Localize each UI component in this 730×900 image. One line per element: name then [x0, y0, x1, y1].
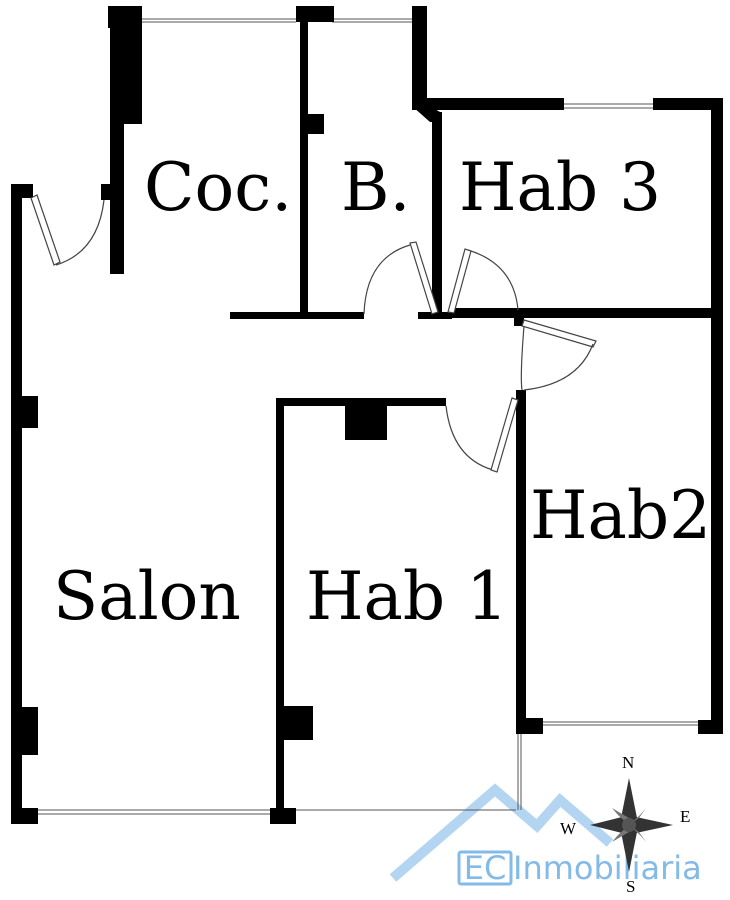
- hab2-door: [520, 319, 597, 391]
- room-label-hab2: Hab2: [530, 477, 711, 554]
- compass-west: W: [560, 819, 577, 838]
- compass-south: S: [626, 877, 635, 896]
- room-label-salon: Salon: [53, 558, 241, 635]
- compass-east: E: [680, 807, 690, 826]
- hab3-door: [447, 248, 519, 314]
- watermark-logo: EC Inmobiliaria: [389, 783, 702, 887]
- watermark-ec-box: [457, 850, 513, 886]
- watermark-initials: EC: [464, 849, 507, 887]
- room-labels: Coc. B. Hab 3 Hab2 Salon Hab 1: [53, 149, 711, 635]
- room-label-hab3: Hab 3: [459, 149, 661, 226]
- compass-north: N: [622, 753, 634, 772]
- watermark-roof-icon: [389, 783, 614, 882]
- entrance-door: [30, 194, 105, 266]
- hab1-door: [445, 397, 519, 473]
- compass-rose-icon: N E W S: [560, 753, 690, 896]
- room-label-cocina: Coc.: [144, 149, 292, 226]
- window-lines: [38, 18, 698, 815]
- room-label-hab1: Hab 1: [306, 558, 508, 635]
- room-label-bano: B.: [341, 149, 410, 226]
- doors: [30, 194, 597, 473]
- watermark-brand-name: Inmobiliaria: [513, 849, 702, 887]
- walls: [11, 6, 723, 824]
- bathroom-door: [363, 241, 439, 315]
